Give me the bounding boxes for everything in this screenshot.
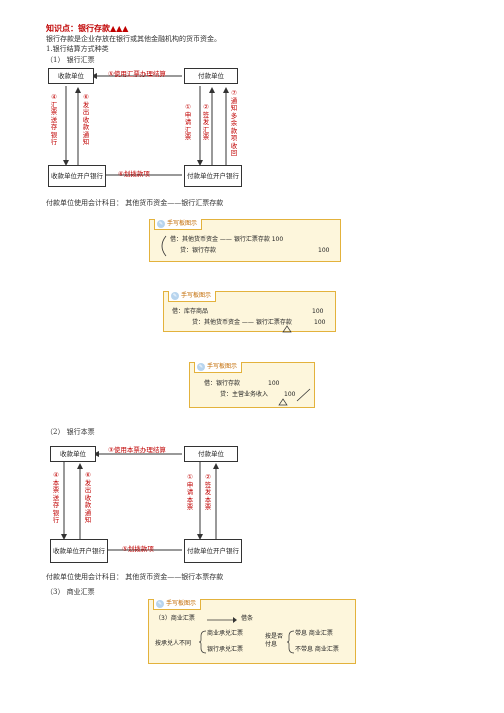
issue-check-label: ②签发本票 xyxy=(204,473,212,511)
interest-bearing: 带息 商业汇票 xyxy=(295,630,333,637)
subsection-cashier-check: （2） 银行本票 xyxy=(46,428,95,436)
cashier-check-flow-diagram: 收款单位 付款单位 收款单位开户银行 付款单位开户银行 ③使用本票办理结算 ⑤划… xyxy=(44,438,254,568)
check-mark xyxy=(296,388,311,402)
non-interest-bearing: 不带息 商业汇票 xyxy=(295,646,339,653)
payee-unit-box: 收款单位 xyxy=(48,68,94,84)
acceptor-criterion: 按承兑人不同 xyxy=(155,640,192,647)
apply-check-label: ①申请本票 xyxy=(186,473,194,511)
refund-notice-label: ⑦通知多余款项收回 xyxy=(230,89,238,157)
note-tab: ✎手写板图示 xyxy=(194,362,243,373)
account-subject-draft: 付款单位使用会计科目： 其他货币资金——银行汇票存款 xyxy=(46,199,224,207)
issue-draft-label: ②签发汇票 xyxy=(202,103,210,141)
handwriting-note-3: ✎手写板图示 借：银行存款 100 贷：主营业务收入 100 xyxy=(189,362,315,408)
payer-bank-box: 付款单位开户银行 xyxy=(184,539,242,563)
section-title: 1.银行结算方式种类 xyxy=(46,45,109,53)
payer-bank-box: 付款单位开户银行 xyxy=(184,165,242,187)
bank-draft-flow-diagram: 收款单位 付款单位 收款单位开户银行 付款单位开户银行 ⑤使用汇票办理结算 ⑥划… xyxy=(44,64,254,194)
pen-icon: ✎ xyxy=(171,292,179,300)
transfer-label: ⑤划拨款项 xyxy=(122,545,154,553)
account-subject-check: 付款单位使用会计科目： 其他货币资金——银行本票存款 xyxy=(46,573,224,581)
brace-mark xyxy=(161,235,167,257)
flow-arrows xyxy=(61,451,219,553)
handwriting-note-1: ✎手写板图示 借：其他货币资金 —— 银行汇票存款 100 贷：银行存款 100 xyxy=(149,219,341,262)
page-heading: 知识点：银行存款▲▲▲ xyxy=(46,24,129,33)
debit-amount: 100 xyxy=(312,308,324,315)
payer-unit-box: 付款单位 xyxy=(184,68,238,84)
payee-bank-box: 收款单位开户银行 xyxy=(48,165,106,187)
handwriting-note-2: ✎手写板图示 借：库存商品 100 贷：其他货币资金 —— 银行汇票存款 100 xyxy=(163,291,336,333)
interest-criterion: 按是否付息 xyxy=(265,633,284,648)
credit-line: 贷：主营业务收入 xyxy=(220,391,269,398)
handwriting-note-4: ✎手写板图示 （3）商业汇票 借条 按承兑人不同 商业承兑汇票 银行承兑汇票 按… xyxy=(148,599,356,664)
subsection-commercial-draft: （3） 商业汇票 xyxy=(46,588,95,596)
payer-unit-box: 付款单位 xyxy=(184,446,238,462)
note-tab: ✎手写板图示 xyxy=(168,291,217,302)
triangle-mark xyxy=(278,398,288,406)
debit-line: 借：银行存款 xyxy=(204,380,241,387)
pen-icon: ✎ xyxy=(197,363,205,371)
deposit-draft-label: ④汇票送存银行 xyxy=(50,93,58,146)
note-tab: ✎手写板图示 xyxy=(153,599,202,610)
arrow-target: 借条 xyxy=(241,615,254,622)
commercial-acceptance: 商业承兑汇票 xyxy=(207,630,244,637)
debit-line: 借：库存商品 xyxy=(172,308,209,315)
debit-line: 借：其他货币资金 —— 银行汇票存款 100 xyxy=(170,236,284,243)
credit-amount: 100 xyxy=(314,319,326,326)
subsection-bank-draft: （1） 银行汇票 xyxy=(46,56,95,64)
deposit-check-label: ④本票送存银行 xyxy=(52,471,60,524)
triangle-mark xyxy=(282,325,292,333)
flow-arrows xyxy=(63,73,229,178)
credit-line: 贷：银行存款 xyxy=(180,247,217,254)
apply-draft-label: ①申请汇票 xyxy=(184,103,192,141)
credit-line: 贷：其他货币资金 —— 银行汇票存款 xyxy=(192,319,292,326)
brace-mark xyxy=(287,630,295,654)
settlement-label: ⑤使用汇票办理结算 xyxy=(108,70,166,78)
note-tab: ✎手写板图示 xyxy=(154,219,203,230)
pen-icon: ✎ xyxy=(156,600,164,608)
collection-notice-label: ⑥发出收款通知 xyxy=(84,471,92,524)
collection-notice-label: ⑥发出收款通知 xyxy=(82,93,90,146)
intro-text: 银行存款是企业存放在银行或其他金融机构的货币资金。 xyxy=(46,35,221,43)
brace-mark xyxy=(199,630,207,654)
credit-amount: 100 xyxy=(318,247,330,254)
payee-unit-box: 收款单位 xyxy=(50,446,96,462)
transfer-label: ⑥划拨款项 xyxy=(118,170,150,178)
bank-acceptance: 银行承兑汇票 xyxy=(207,646,244,653)
settlement-label: ③使用本票办理结算 xyxy=(108,446,166,454)
pen-icon: ✎ xyxy=(157,220,165,228)
payee-bank-box: 收款单位开户银行 xyxy=(50,539,108,563)
credit-amount: 100 xyxy=(284,391,296,398)
note-title: （3）商业汇票 xyxy=(155,615,195,622)
arrow-icon xyxy=(207,617,237,623)
debit-amount: 100 xyxy=(268,380,280,387)
